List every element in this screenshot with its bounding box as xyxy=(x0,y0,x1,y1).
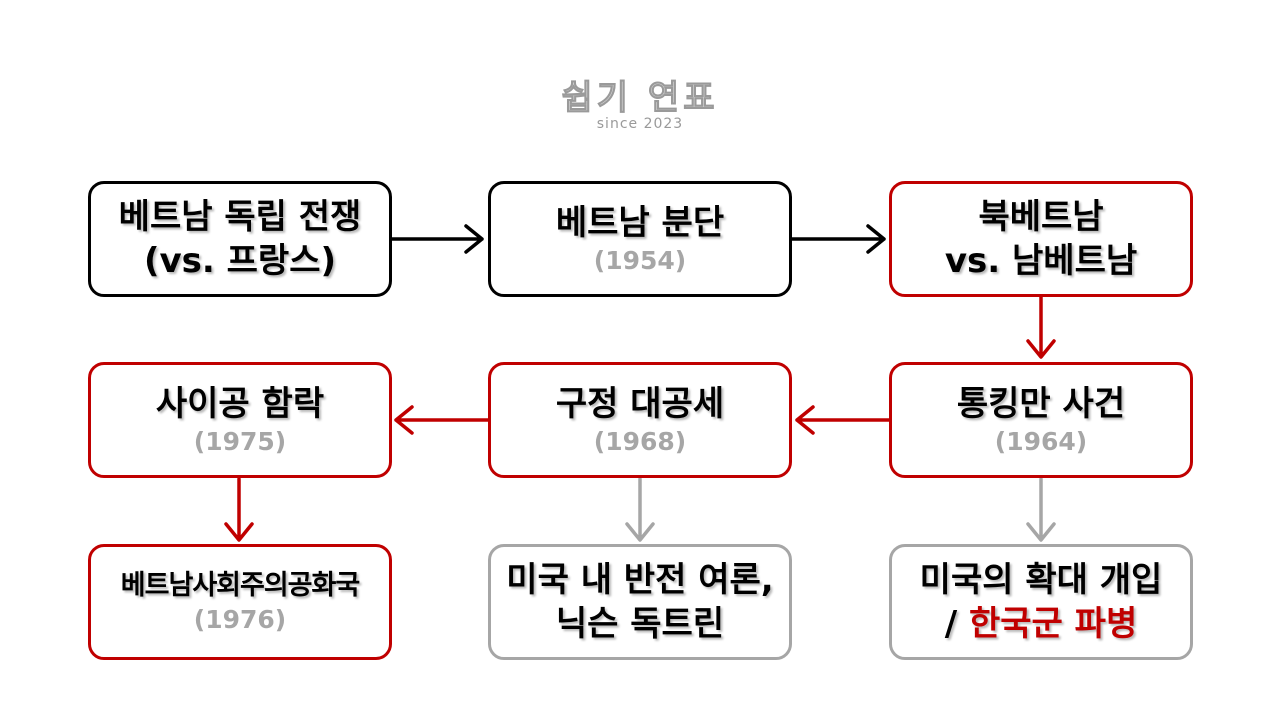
node-line-2-prefix: / xyxy=(944,604,969,644)
arrow-tonkin-to-intervention xyxy=(1026,477,1056,542)
node-tet-offensive: 구정 대공세 (1968) xyxy=(488,362,792,478)
node-division: 베트남 분단 (1954) xyxy=(488,181,792,297)
node-year: (1954) xyxy=(593,246,687,275)
arrow-tet-to-saigon xyxy=(394,405,490,435)
node-title: 베트남사회주의공화국 xyxy=(120,570,360,601)
arrow-tet-to-antiwar xyxy=(625,477,655,542)
node-title: 사이공 함락 xyxy=(155,384,325,424)
node-line-1: 베트남 독립 전쟁 xyxy=(118,197,362,237)
korean-troops-highlight: 한국군 파병 xyxy=(969,604,1138,644)
node-socialist-republic: 베트남사회주의공화국 (1976) xyxy=(88,544,392,660)
node-us-intervention: 미국의 확대 개입 / 한국군 파병 xyxy=(889,544,1193,660)
node-line-1: 미국의 확대 개입 xyxy=(919,560,1163,600)
logo: 쉽기 연표 since 2023 xyxy=(540,78,740,133)
node-independence-war: 베트남 독립 전쟁 (vs. 프랑스) xyxy=(88,181,392,297)
node-year: (1976) xyxy=(193,605,287,634)
arrow-northsouth-to-tonkin xyxy=(1026,295,1056,359)
node-title: 통킹만 사건 xyxy=(956,384,1126,424)
node-north-vs-south: 북베트남 vs. 남베트남 xyxy=(889,181,1193,297)
arrow-division-to-northsouth xyxy=(790,224,886,254)
arrow-tonkin-to-tet xyxy=(795,405,891,435)
node-line-1: 미국 내 반전 여론, xyxy=(506,560,774,600)
node-title: 구정 대공세 xyxy=(555,384,725,424)
node-line-2: vs. 남베트남 xyxy=(944,241,1138,281)
node-year: (1975) xyxy=(193,427,287,456)
node-saigon-fall: 사이공 함락 (1975) xyxy=(88,362,392,478)
node-line-1: 북베트남 xyxy=(978,197,1104,237)
logo-title: 쉽기 연표 xyxy=(561,78,719,119)
arrow-war-to-division xyxy=(390,224,484,254)
node-gulf-of-tonkin: 통킹만 사건 (1964) xyxy=(889,362,1193,478)
node-year: (1964) xyxy=(994,427,1088,456)
node-line-2: (vs. 프랑스) xyxy=(143,241,337,281)
node-year: (1968) xyxy=(593,427,687,456)
node-line-2: 닉슨 독트린 xyxy=(555,604,725,644)
arrow-saigon-to-republic xyxy=(224,477,254,542)
node-antiwar-opinion: 미국 내 반전 여론, 닉슨 독트린 xyxy=(488,544,792,660)
node-title: 베트남 분단 xyxy=(555,203,725,243)
node-line-2: / 한국군 파병 xyxy=(945,602,1138,646)
logo-subtitle: since 2023 xyxy=(596,116,684,132)
